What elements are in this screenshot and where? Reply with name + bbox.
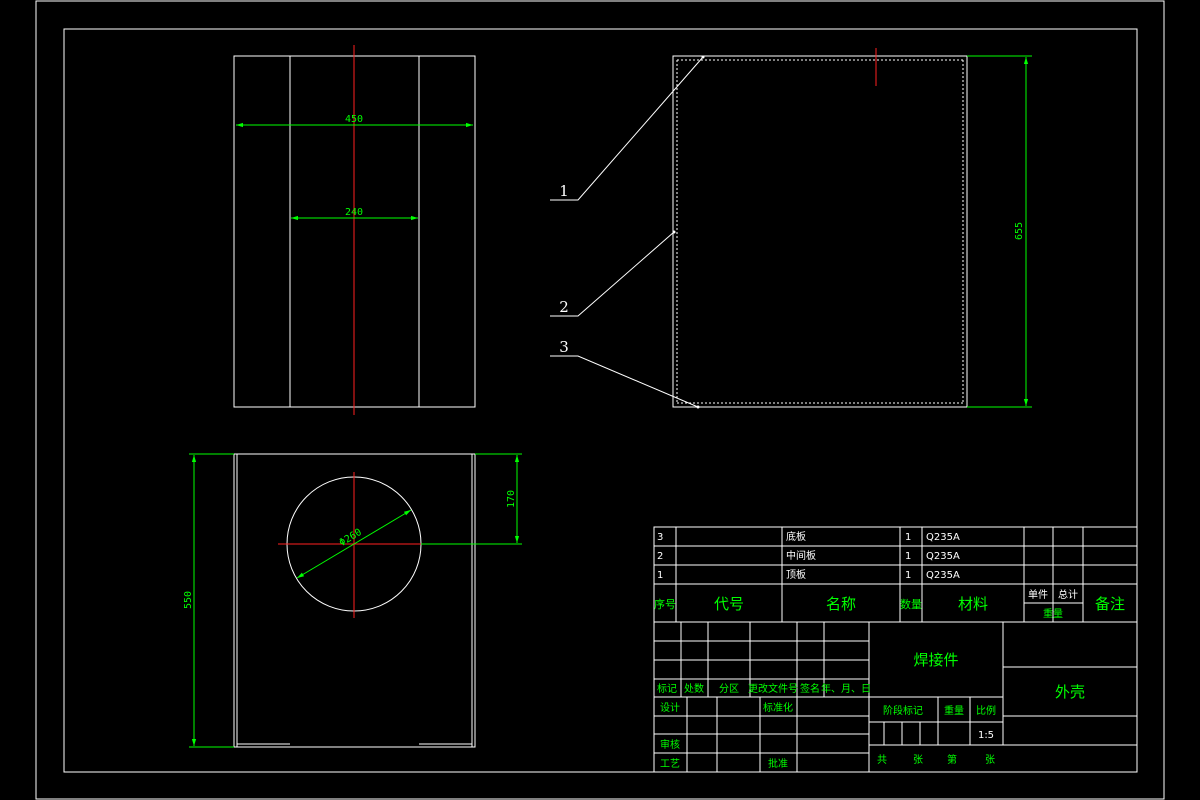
tb-scale: 比例 [976,704,996,717]
tb-mark: 标记 [657,683,677,695]
part-label-1: 1 [559,182,569,200]
parts-list: 3 底板 1 Q235A 2 中间板 1 Q235A 1 顶板 1 Q235A … [653,526,1138,623]
tb-process: 工艺 [660,758,680,770]
sheet-inner-frame [63,28,1138,773]
leader-3-dot [696,405,700,409]
part-row-2-material: Q235A [926,551,960,562]
header-no: 序号 [654,597,676,611]
dim-170: 170 [506,490,517,508]
tb-zone: 分区 [719,683,739,695]
part-row-2-no: 2 [657,551,663,562]
tb-count: 处数 [684,682,704,695]
part-row-1-name: 顶板 [786,568,806,581]
tb-approve: 批准 [768,757,788,770]
leader-1-dot [701,55,705,59]
header-weight: 重量 [1043,607,1063,620]
part-row-2-name: 中间板 [786,549,816,562]
dim-240: 240 [345,207,363,218]
title-block: 标记 处数 分区 更改文件号 签名 年、月、日 设计 标准化 审核 工艺 批准 … [653,621,1138,773]
tb-design: 设计 [660,701,680,714]
front-view: 655 1 2 3 [550,48,1032,409]
leader-2 [550,231,675,317]
header-material: 材料 [958,595,988,613]
tb-change-doc: 更改文件号 [748,682,798,695]
part-label-2: 2 [559,298,569,316]
tb-weight: 重量 [944,704,964,717]
part-row-2-qty: 1 [905,551,911,562]
header-unit: 单件 [1028,589,1048,601]
tb-review: 审核 [660,738,680,751]
part-row-3-qty: 1 [905,532,911,543]
part-label-3: 3 [559,338,569,356]
tb-sheet-unit: 张 [985,754,995,766]
leader-2-dot [672,230,676,234]
dim-450: 450 [345,114,363,125]
tb-drawing-name: 焊接件 [913,651,958,669]
leader-3 [550,355,699,408]
tb-total-sheets: 共 [877,754,887,766]
header-name: 名称 [826,595,856,613]
dim-550: 550 [183,591,194,609]
header-qty: 数量 [900,598,922,611]
part-row-3-no: 3 [657,532,663,543]
part-row-3-name: 底板 [786,530,806,543]
part-row-1-material: Q235A [926,570,960,581]
part-row-1-qty: 1 [905,570,911,581]
side-view-outline [233,453,476,748]
side-view: Φ260 550 170 [183,453,522,748]
front-view-outline [672,55,968,408]
tb-scale-value: 1:5 [978,730,994,741]
tb-part-name: 外壳 [1055,683,1085,701]
sheet-outer-border [35,0,1165,800]
part-row-3-material: Q235A [926,532,960,543]
tb-date: 年、月、日 [821,682,871,695]
tb-standardize: 标准化 [763,701,793,714]
tb-stage-mark: 阶段标记 [883,704,923,717]
header-total: 总计 [1058,588,1078,601]
header-code: 代号 [714,595,744,613]
dim-line-hole [296,509,412,579]
tb-sheet-no: 第 [947,753,957,766]
dim-655: 655 [1014,222,1025,240]
leader-1 [550,56,704,201]
top-view: 450 240 [233,45,476,415]
header-remark: 备注 [1095,595,1125,613]
part-row-1-no: 1 [657,570,663,581]
tb-sheets-unit: 张 [913,754,923,766]
tb-sign: 签名 [800,682,820,695]
